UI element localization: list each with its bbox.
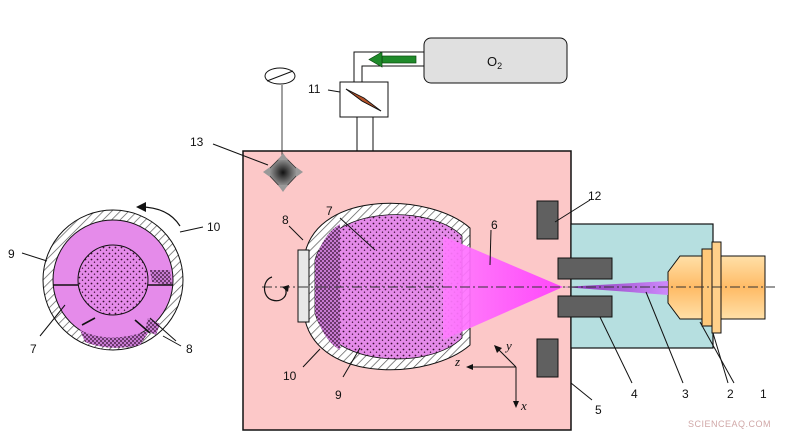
label-6: 6 — [491, 218, 498, 232]
gas-line — [353, 51, 424, 82]
holder-8 — [297, 249, 310, 323]
side-label-9: 9 — [8, 247, 15, 261]
gas-cylinder-o2 — [423, 37, 568, 84]
label-9: 9 — [335, 388, 342, 402]
plasma-plume — [443, 236, 563, 340]
flow-arrow-icon — [368, 51, 417, 68]
axis-z-label: z — [454, 354, 460, 369]
watermark: SCIENCEAQ.COM — [688, 419, 771, 429]
nozzle-upper — [557, 257, 613, 280]
laser-beam — [563, 281, 668, 295]
side-label-7: 7 — [30, 342, 37, 356]
label-8: 8 — [282, 213, 289, 227]
sensor-12 — [536, 200, 559, 240]
axis-x-label: x — [520, 398, 527, 413]
scanner-13 — [263, 67, 303, 192]
gas-line-inner — [361, 65, 424, 82]
label-4: 4 — [631, 387, 638, 401]
label-12: 12 — [588, 189, 602, 203]
label-10: 10 — [283, 369, 297, 383]
label-7: 7 — [326, 204, 333, 218]
sensor-lower — [536, 338, 559, 378]
label-5: 5 — [595, 403, 602, 417]
side-label-8: 8 — [186, 342, 193, 356]
gas-label: O2 — [487, 54, 502, 71]
rotation-arrow-icon — [263, 276, 289, 302]
label-3: 3 — [682, 387, 689, 401]
label-11: 11 — [308, 82, 321, 96]
axis-y-label: y — [504, 338, 512, 353]
leader-lines — [21, 89, 735, 401]
nozzle-lower — [557, 295, 613, 318]
label-13: 13 — [190, 135, 204, 149]
side-label-10: 10 — [207, 220, 221, 234]
side-rotation-arrow-icon — [136, 202, 146, 212]
valve-blade — [345, 88, 382, 112]
label-1: 1 — [760, 387, 767, 401]
coordinate-axes: x y z — [454, 338, 527, 413]
side-view — [42, 202, 184, 351]
laser-unit — [667, 241, 766, 334]
label-2: 2 — [727, 387, 734, 401]
